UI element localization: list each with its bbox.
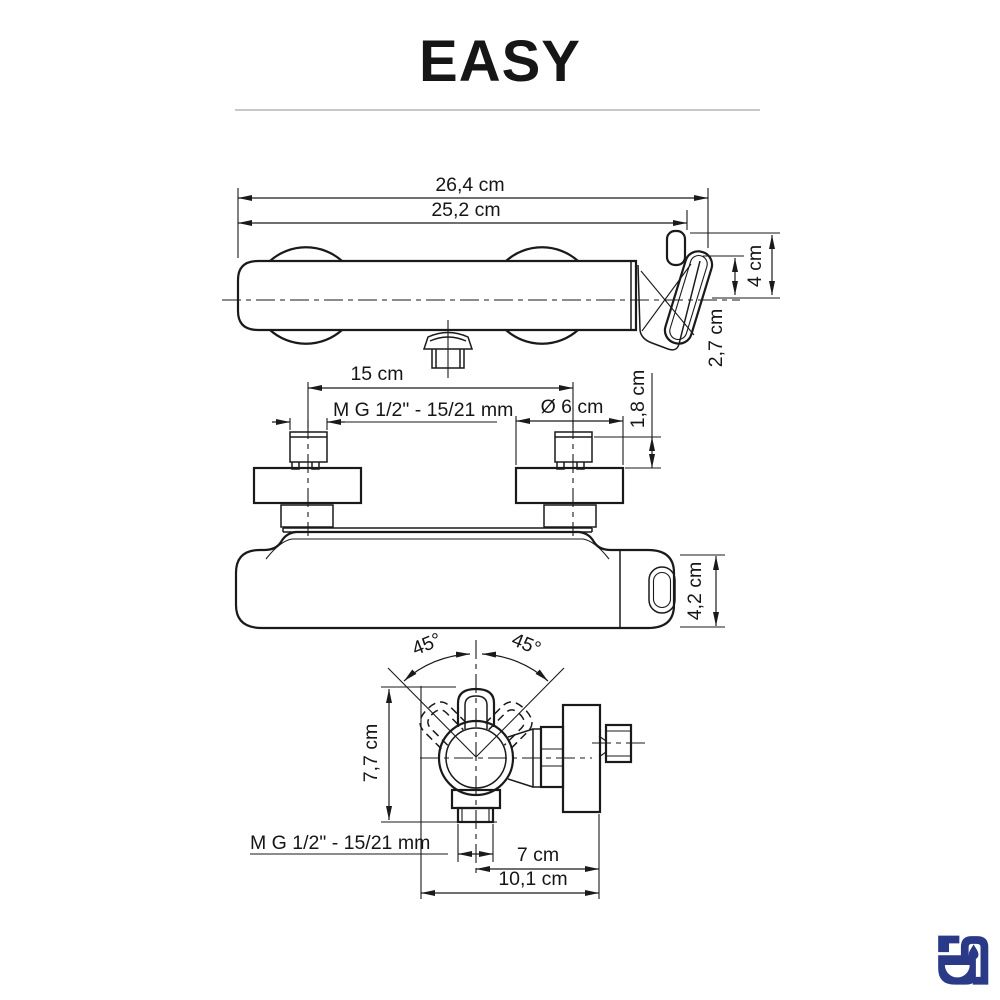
logo-bracket-shape [938, 935, 960, 953]
dim-inlet-spacing-label: 15 cm [350, 363, 403, 385]
title-divider [235, 109, 760, 111]
handle-phantom-right [484, 701, 533, 750]
dim-inlet-thread-label: M G 1/2" - 15/21 mm [333, 399, 513, 421]
dim-outlet-thread-label: M G 1/2" - 15/21 mm [250, 832, 430, 854]
dim-handle-depth-label: 4 cm [744, 245, 766, 287]
dim-lever-drop-label: 2,7 cm [705, 309, 727, 368]
logo-arch-shape [960, 936, 989, 985]
side-view: 26,4 cm 25,2 cm 4 cm 2,7 cm [222, 174, 780, 378]
front-view: 15 cm M G 1/2" - 15/21 mm Ø 6 cm 1,8 cm … [234, 363, 725, 630]
dim-total-depth-label: 10,1 cm [498, 868, 567, 890]
dim-flange-diameter-label: Ø 6 cm [541, 396, 604, 418]
dim-body-width-label: 25,2 cm [431, 199, 500, 221]
dim-angle-left-label: 45° [409, 629, 445, 660]
dim-nut-height-label: 1,8 cm [627, 370, 649, 429]
page-title: EASY [419, 29, 581, 94]
dim-outlet-offset-label: 7 cm [517, 844, 559, 866]
dim-body-height-label: 4,2 cm [684, 562, 706, 621]
logo-smile-cutout [944, 965, 970, 978]
dim-total-width-label: 26,4 cm [435, 174, 504, 196]
dim-angle-right-label: 45° [508, 629, 544, 660]
dim-body-depth-label: 7,7 cm [360, 724, 382, 783]
brand-logo [938, 935, 989, 985]
bottom-view: 45° 45° 7,7 cm M G 1/2" - 15/21 mm 7 cm … [250, 629, 646, 899]
